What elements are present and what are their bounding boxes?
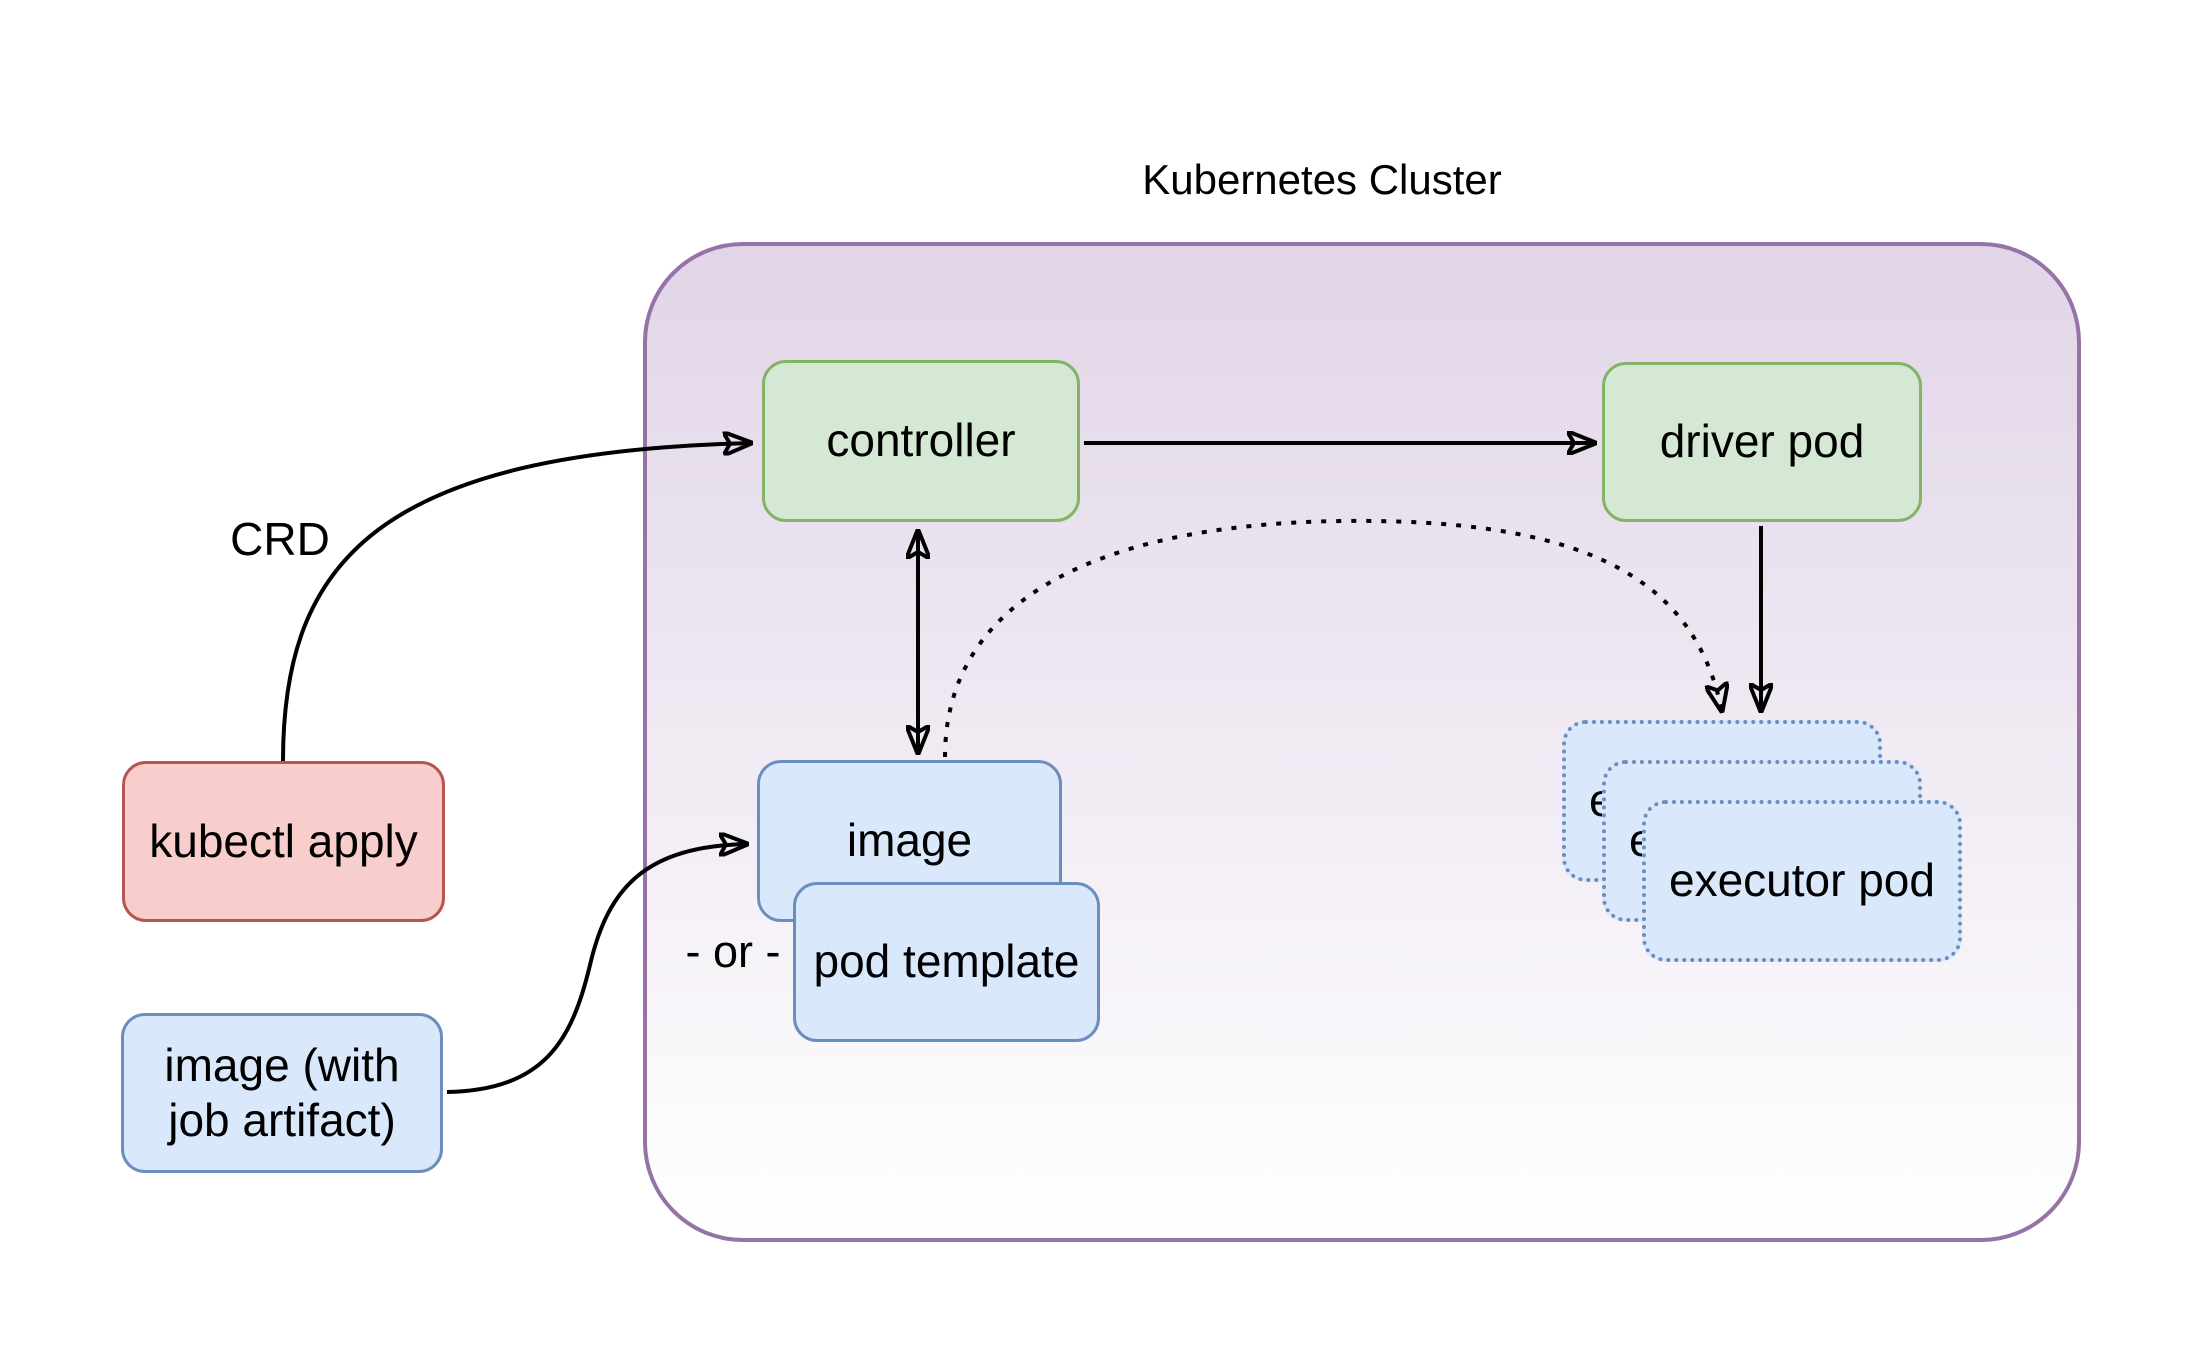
cluster-title: Kubernetes Cluster	[1142, 156, 1502, 203]
node-controller-label: controller	[826, 414, 1016, 467]
node-pod-template-label: pod template	[813, 935, 1080, 988]
node-driver-pod: driver pod	[1602, 362, 1922, 522]
node-executor-pod-front-label: executor pod	[1669, 854, 1935, 907]
edge-label-or: - or -	[685, 926, 781, 977]
node-controller: controller	[762, 360, 1080, 522]
node-image-label: image	[846, 814, 973, 867]
node-kubectl-apply-label: kubectl apply	[149, 814, 418, 867]
node-image-with-job-artifact: image (with job artifact)	[121, 1013, 443, 1173]
node-image-with-job-artifact-label: image (with job artifact)	[164, 1038, 400, 1146]
edge-label-crd: CRD	[230, 513, 330, 565]
node-executor-pod-front: executor pod	[1642, 800, 1962, 962]
node-driver-pod-label: driver pod	[1659, 415, 1865, 468]
node-pod-template: pod template	[793, 882, 1100, 1042]
node-kubectl-apply: kubectl apply	[122, 761, 445, 922]
